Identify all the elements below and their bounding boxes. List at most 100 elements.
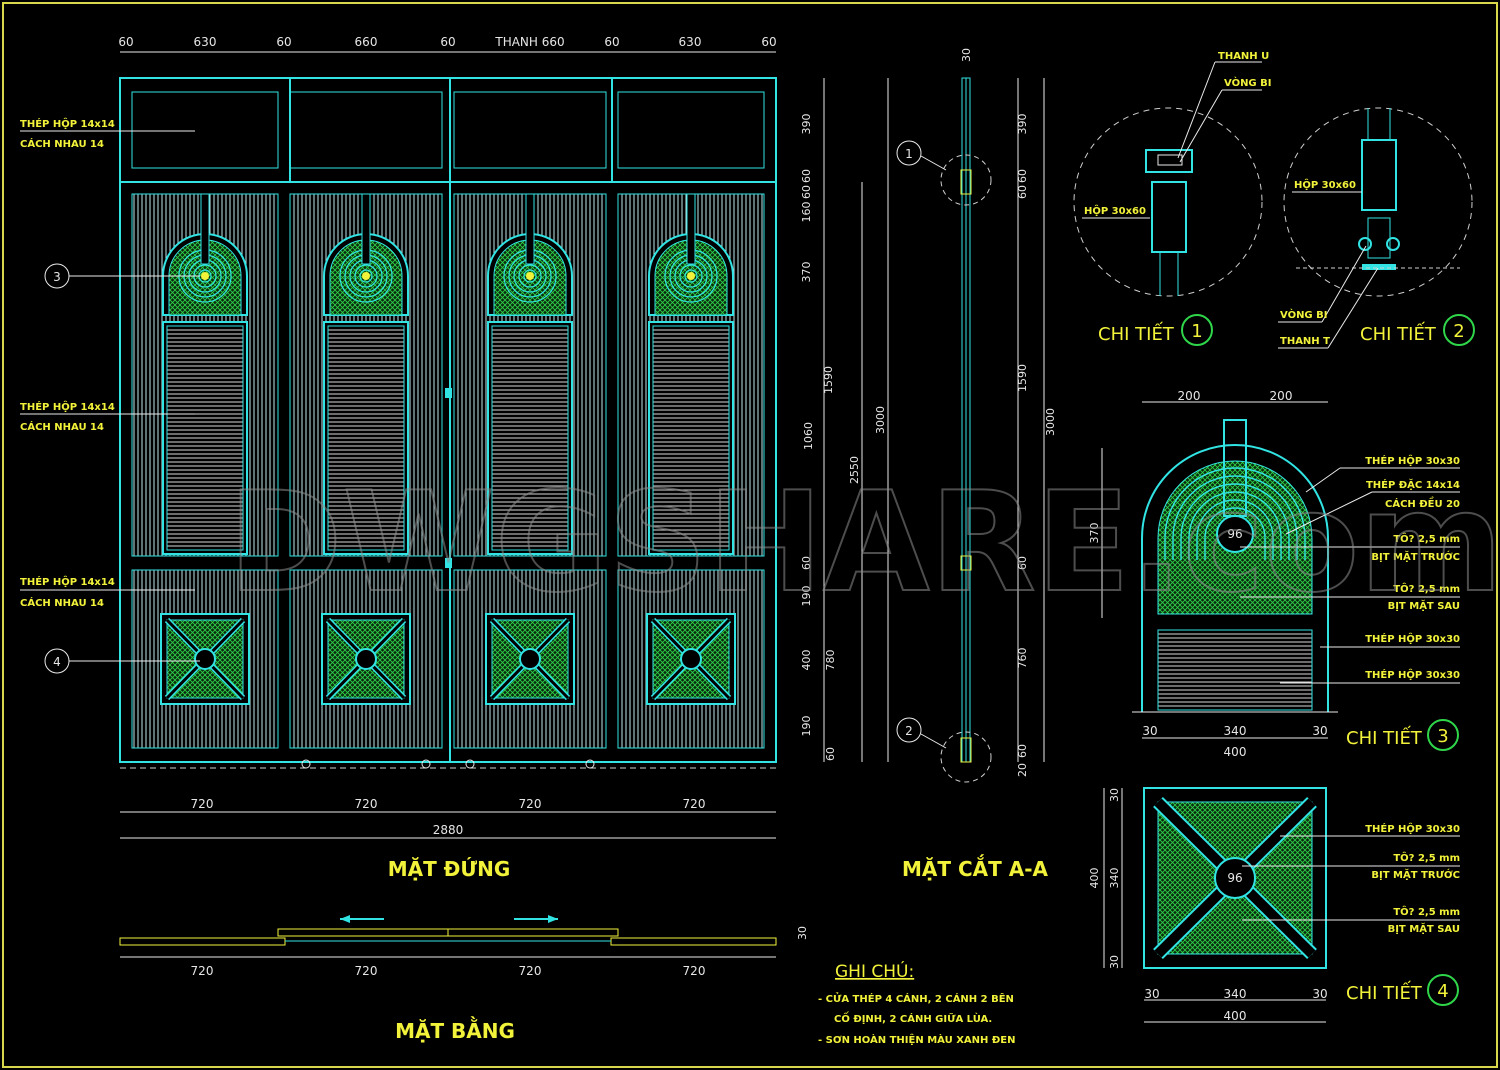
detail3-number: 3: [1437, 726, 1448, 747]
section-view: 1 2 30 390 60 60 1590 3000 60 760 60 20: [896, 48, 1057, 783]
dim-top-2: 630: [194, 35, 217, 49]
watermark: DWGSHARE.com: [228, 462, 1500, 623]
detail4-label-3a: TÔ? 2,5 mm: [1393, 905, 1460, 918]
dim-top-5: 60: [440, 35, 455, 49]
dim-right-1060: 1060: [802, 422, 815, 450]
plan-dim-1: 720: [191, 964, 214, 978]
section-dim-60a: 60: [1016, 169, 1029, 183]
section-dim-60b: 60: [1016, 185, 1029, 199]
detail-1: THANH U VÒNG BI HỘP 30x60 CHI TIẾT 1: [1073, 51, 1271, 346]
dim-right-190a: 190: [800, 586, 813, 607]
marker-3: 3: [53, 270, 61, 284]
plan-view: 720 720 720 720 30: [119, 915, 809, 978]
detail4-label-2b: BỊT MẶT TRƯỚC: [1371, 867, 1460, 881]
dim-right-60b: 60: [800, 185, 813, 199]
section-dim-60d: 60: [1016, 744, 1029, 758]
detail1-number: 1: [1191, 321, 1202, 342]
plan-title: MẶT BẰNG: [395, 1017, 515, 1043]
detail2-label-2: VÒNG BI: [1280, 308, 1327, 321]
dim-bottom-1: 720: [191, 797, 214, 811]
plan-dim-3: 720: [519, 964, 542, 978]
notes-line-3: - SƠN HOÀN THIỆN MÀU XANH ĐEN: [818, 1033, 1015, 1046]
section-dim-20: 20: [1016, 763, 1029, 777]
notes-line-1: - CỬA THÉP 4 CÁNH, 2 CÁNH 2 BÊN: [818, 991, 1014, 1005]
detail4-bottom-total: 400: [1224, 1009, 1247, 1023]
detail3-label-6: THÉP HỘP 30x30: [1365, 668, 1460, 681]
detail3-bottom-dim-2: 340: [1224, 724, 1247, 738]
elevation-bottom-dims: 720 720 720 720 2880: [120, 797, 776, 839]
dim-top-1: 60: [118, 35, 133, 49]
section-dim-760: 760: [1016, 648, 1029, 669]
detail3-top-dim-1: 200: [1178, 389, 1201, 403]
detail4-left-dim-1: 30: [1108, 788, 1121, 802]
dim-right-60c: 60: [800, 556, 813, 570]
detail3-label-1: THÉP HỘP 30x30: [1365, 454, 1460, 467]
detail3-label-3a: TÔ? 2,5 mm: [1393, 532, 1460, 545]
dim-right-400: 400: [800, 650, 813, 671]
dim-top-8: 630: [679, 35, 702, 49]
detail3-label-2b: CÁCH ĐỀU 20: [1385, 496, 1460, 510]
detail3-label-4b: BỊT MẶT SAU: [1388, 598, 1460, 612]
section-marker-2: 2: [905, 724, 913, 738]
detail3-top-dim-2: 200: [1270, 389, 1293, 403]
dim-bottom-4: 720: [683, 797, 706, 811]
dim-right-60d: 60: [824, 747, 837, 761]
notes-heading: GHI CHÚ:: [835, 960, 914, 982]
detail3-label-4a: TÔ? 2,5 mm: [1393, 582, 1460, 595]
detail4-label-2a: TÔ? 2,5 mm: [1393, 851, 1460, 864]
elevation-top-dims: 60 630 60 660 60 THANH 660 60 630 60: [118, 35, 777, 53]
detail4-label-1: THÉP HỘP 30x30: [1365, 822, 1460, 835]
elevation-right-dims: 390 60 60 160 370 1590 60 190 400 190 60…: [800, 78, 889, 762]
detail4-label-3b: BỊT MẶT SAU: [1388, 921, 1460, 935]
detail3-bottom-dim-3: 30: [1312, 724, 1327, 738]
dim-right-160: 160: [800, 202, 813, 223]
dim-right-390: 390: [800, 114, 813, 135]
dim-right-780: 780: [824, 650, 837, 671]
section-dim-1590: 1590: [1016, 364, 1029, 392]
section-dim-390: 390: [1016, 114, 1029, 135]
elevation-labels: THÉP HỘP 14x14 CÁCH NHAU 14 THÉP HỘP 14x…: [20, 117, 200, 674]
label-1-line2: CÁCH NHAU 14: [20, 137, 104, 150]
detail4-center-dim: 96: [1227, 871, 1242, 885]
elevation-title: MẶT ĐỨNG: [388, 857, 511, 881]
dim-right-60a: 60: [800, 169, 813, 183]
detail3-bottom-dim-1: 30: [1142, 724, 1157, 738]
dim-right-370: 370: [800, 262, 813, 283]
detail4-bottom-dim-1: 30: [1144, 987, 1159, 1001]
detail4-title: CHI TIẾT: [1346, 980, 1423, 1004]
plan-dim-2: 720: [355, 964, 378, 978]
dim-right-190b: 190: [800, 716, 813, 737]
plan-dim-4: 720: [683, 964, 706, 978]
dim-top-7: 60: [604, 35, 619, 49]
detail-2: HỘP 30x60 VÒNG BI THANH T CHI TIẾT 2: [1278, 107, 1475, 349]
detail3-label-5: THÉP HỘP 30x30: [1365, 632, 1460, 645]
detail2-title: CHI TIẾT: [1360, 321, 1437, 345]
detail3-height-dim: 370: [1088, 523, 1101, 544]
detail4-bottom-dim-2: 340: [1224, 987, 1247, 1001]
notes-line-2: CỐ ĐỊNH, 2 CÁNH GIỮA LÙA.: [834, 1010, 992, 1025]
detail4-left-total: 400: [1088, 868, 1101, 889]
detail-4: 96 30 340 30 400 30 340 30 400 THÉP HỘP …: [1088, 787, 1460, 1023]
label-3-line1: THÉP HỘP 14x14: [20, 575, 115, 588]
label-3-line2: CÁCH NHAU 14: [20, 596, 104, 609]
dim-right-3000: 3000: [874, 406, 887, 434]
section-marker-1: 1: [905, 147, 913, 161]
label-2-line1: THÉP HỘP 14x14: [20, 400, 115, 413]
detail1-label-2: VÒNG BI: [1224, 76, 1271, 89]
dim-bottom-3: 720: [519, 797, 542, 811]
detail3-label-2a: THÉP ĐẶC 14x14: [1366, 477, 1460, 491]
detail1-label-3: HỘP 30x60: [1084, 204, 1146, 217]
detail2-label-3: THANH T: [1280, 336, 1330, 347]
dim-bottom-2: 720: [355, 797, 378, 811]
detail3-bottom-total: 400: [1224, 745, 1247, 759]
detail3-label-3b: BỊT MẶT TRƯỚC: [1371, 549, 1460, 563]
detail3-center-dim: 96: [1227, 527, 1242, 541]
section-dim-60c: 60: [1016, 556, 1029, 570]
plan-dim-depth: 30: [796, 926, 809, 940]
detail4-number: 4: [1437, 981, 1448, 1002]
marker-4: 4: [53, 655, 61, 669]
section-title: MẶT CẮT A-A: [902, 855, 1049, 881]
detail1-title: CHI TIẾT: [1098, 321, 1175, 345]
